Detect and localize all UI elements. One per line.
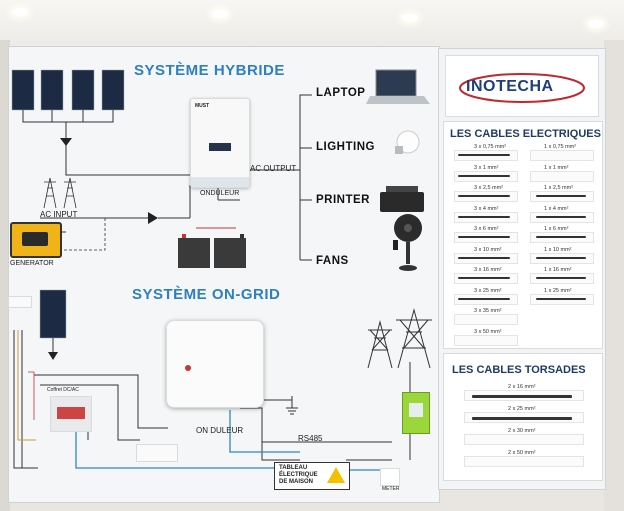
cables-electriques-card: LES CABLES ELECTRIQUES 3 x 0,75 mm² 3 x 1… bbox=[443, 121, 603, 349]
cable-label: 2 x 16 mm² bbox=[508, 384, 536, 390]
cables-torsades-card: LES CABLES TORSADES 2 x 16 mm² 2 x 25 mm²… bbox=[443, 353, 603, 481]
cable-slot bbox=[530, 171, 594, 182]
cable-label: 3 x 2,5 mm² bbox=[474, 185, 503, 191]
cable-slot bbox=[530, 150, 594, 161]
cable-sample bbox=[458, 277, 510, 279]
wall-socket bbox=[136, 444, 178, 462]
cable-label: 1 x 1 mm² bbox=[544, 165, 568, 171]
cable-sample bbox=[458, 175, 510, 177]
rs485-label: RS485 bbox=[298, 434, 322, 443]
cable-label: 1 x 2,5 mm² bbox=[544, 185, 573, 191]
cable-label: 3 x 50 mm² bbox=[474, 329, 502, 335]
wall-switch bbox=[8, 296, 32, 308]
cable-label: 1 x 25 mm² bbox=[544, 288, 572, 294]
cable-label: 3 x 25 mm² bbox=[474, 288, 502, 294]
tableau-electrique: TABLEAU ÉLECTRIQUE DE MAISON bbox=[274, 462, 350, 490]
brand-name: INOTECHA bbox=[466, 78, 554, 96]
ground-icon bbox=[286, 396, 298, 414]
cable-slot bbox=[464, 434, 584, 445]
hybrid-title: SYSTÈME HYBRIDE bbox=[134, 62, 285, 79]
ongrid-inverter bbox=[166, 320, 264, 408]
warning-icon bbox=[327, 467, 345, 483]
cable-label: 1 x 16 mm² bbox=[544, 267, 572, 273]
cable-label: 3 x 16 mm² bbox=[474, 267, 502, 273]
load-lighting: LIGHTING bbox=[316, 141, 375, 153]
cable-sample bbox=[536, 277, 586, 279]
load-printer: PRINTER bbox=[316, 194, 370, 206]
load-fans: FANS bbox=[316, 255, 349, 267]
cable-sample bbox=[458, 216, 510, 218]
onduleur-label: ONDULEUR bbox=[200, 190, 239, 197]
cable-label: 3 x 35 mm² bbox=[474, 308, 502, 314]
cable-label: 3 x 10 mm² bbox=[474, 247, 502, 253]
ac-output-label: AC OUTPUT bbox=[250, 164, 296, 173]
power-pylon-icon bbox=[368, 310, 432, 368]
cable-label: 3 x 6 mm² bbox=[474, 226, 498, 232]
pylon-icon bbox=[44, 178, 76, 208]
cable-sample bbox=[536, 195, 586, 197]
cable-label: 2 x 30 mm² bbox=[508, 428, 536, 434]
logo-card: INOTECHA bbox=[445, 55, 599, 117]
brand-logo-icon bbox=[185, 365, 191, 371]
cable-label: 1 x 4 mm² bbox=[544, 206, 568, 212]
coffret-box: Coffret DC/AC bbox=[50, 396, 92, 432]
cable-label: 3 x 1 mm² bbox=[474, 165, 498, 171]
cable-label: 3 x 0,75 mm² bbox=[474, 144, 506, 150]
cable-sample bbox=[536, 236, 586, 238]
hybrid-inverter: MUST bbox=[190, 98, 250, 188]
solar-panel-ongrid bbox=[40, 290, 66, 338]
load-laptop: LAPTOP bbox=[316, 87, 365, 99]
cable-sample bbox=[472, 395, 572, 398]
cable-slot bbox=[454, 314, 518, 325]
cable-label: 1 x 10 mm² bbox=[544, 247, 572, 253]
cable-sample bbox=[536, 257, 586, 259]
fan-icon bbox=[394, 214, 422, 271]
meter-label: METER bbox=[382, 486, 400, 492]
cable-sample bbox=[536, 216, 586, 218]
cable-label: 2 x 50 mm² bbox=[508, 450, 536, 456]
ongrid-title: SYSTÈME ON-GRID bbox=[132, 286, 280, 303]
cable-sample bbox=[458, 236, 510, 238]
meter-box bbox=[380, 468, 400, 486]
solar-panels-hybrid bbox=[12, 70, 124, 110]
cable-label: 3 x 4 mm² bbox=[474, 206, 498, 212]
cable-label: 2 x 25 mm² bbox=[508, 406, 536, 412]
energy-meter bbox=[402, 392, 430, 434]
laptop-icon bbox=[366, 70, 430, 104]
cables-panel: INOTECHA LES CABLES ELECTRIQUES 3 x 0,75… bbox=[438, 48, 606, 490]
inverter-brand: MUST bbox=[195, 103, 209, 109]
battery-icon bbox=[178, 234, 246, 268]
lightbulb-icon bbox=[395, 131, 419, 154]
generator-icon bbox=[10, 222, 62, 258]
cable-label: 1 x 0,75 mm² bbox=[544, 144, 576, 150]
printer-icon bbox=[380, 186, 424, 212]
cables-torsades-title: LES CABLES TORSADES bbox=[452, 364, 586, 376]
cable-sample bbox=[536, 298, 586, 300]
cable-sample bbox=[458, 195, 510, 197]
coffret-label: Coffret DC/AC bbox=[47, 387, 79, 393]
cable-sample bbox=[458, 298, 510, 300]
cable-slot bbox=[464, 456, 584, 467]
generator-label: GENERATOR bbox=[10, 260, 54, 267]
inverter-display bbox=[209, 143, 231, 151]
cable-sample bbox=[458, 257, 510, 259]
cable-label: 1 x 6 mm² bbox=[544, 226, 568, 232]
cable-sample bbox=[458, 154, 510, 156]
ac-input-label: AC INPUT bbox=[40, 210, 77, 219]
cable-sample bbox=[472, 417, 572, 420]
cables-electriques-title: LES CABLES ELECTRIQUES bbox=[450, 128, 601, 140]
cable-slot bbox=[454, 335, 518, 346]
ongrid-onduleur-label: ON DULEUR bbox=[196, 426, 243, 435]
